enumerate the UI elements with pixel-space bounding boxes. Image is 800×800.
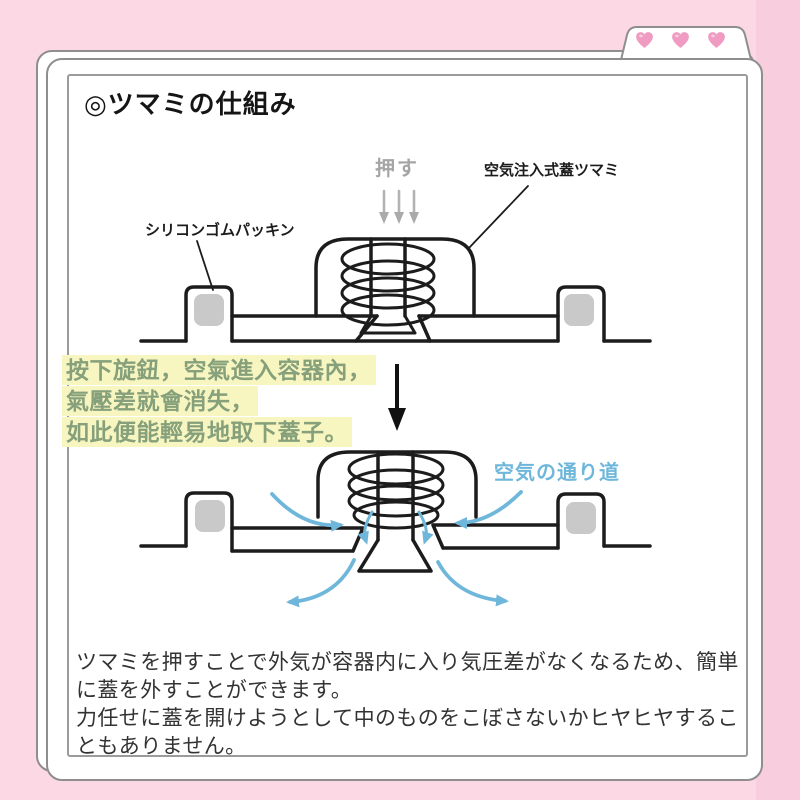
callout-line: 按下旋鈕，空氣進入容器內， <box>62 355 376 385</box>
description-text: ツマミを押すことで外気が容器内に入り気圧差がなくなるため、簡単に蓋を外すことがで… <box>76 649 746 761</box>
callout-text: 按下旋鈕，空氣進入容器內， 氣壓差就會消失， 如此便能輕易地取下蓋子。 <box>62 355 376 448</box>
valve-seat-left <box>354 314 379 343</box>
lid-plate-right <box>431 523 560 550</box>
page-title: ◎ツマミの仕組み <box>84 89 297 119</box>
packing-block <box>195 500 225 532</box>
knob-dome <box>314 237 476 318</box>
rim-bump-left <box>184 285 234 343</box>
knob-dome <box>316 450 478 519</box>
air-path-label: 空気の通り道 <box>494 462 620 484</box>
airflow-arrow-in-left <box>270 492 344 532</box>
rim-bump-right <box>556 492 606 550</box>
knob-label: 空気注入式蓋ツマミ <box>484 162 620 179</box>
lid-plate-left <box>230 526 365 553</box>
airflow-arrow-out-left <box>286 558 356 608</box>
packing-block <box>194 294 224 326</box>
heart-icon <box>708 32 725 48</box>
push-label: 押す <box>375 158 419 180</box>
packing-label: シリコンゴムパッキン <box>145 222 295 239</box>
airflow-arrow-valve-right <box>417 510 434 545</box>
rim-bump-left <box>184 491 234 553</box>
packing-block <box>566 502 596 534</box>
valve-open <box>357 538 433 573</box>
callout-line-text: 按下旋鈕，空氣進入容器內， <box>62 355 376 385</box>
packing-leader-line <box>196 240 214 291</box>
callout-line-text: 如此便能輕易地取下蓋子。 <box>62 417 352 447</box>
spring-coil <box>347 452 445 530</box>
callout-line-text: 氣壓差就會消失， <box>62 386 258 416</box>
background-strip <box>756 0 800 800</box>
bottom-lid-diagram <box>139 450 652 573</box>
description-paragraph: 力任せに蓋を開けようとして中のものをこぼさないかヒヤヒヤすることもありません。 <box>76 707 739 758</box>
top-lid-diagram <box>139 185 652 343</box>
hearts-decoration <box>634 30 727 49</box>
airflow-arrow-in-right <box>454 490 523 529</box>
callout-line: 如此便能輕易地取下蓋子。 <box>62 417 376 447</box>
heart-icon <box>636 32 653 48</box>
airflow-arrow-valve-left <box>357 510 374 545</box>
packing-block <box>564 294 594 326</box>
rim-bump-right <box>556 285 606 343</box>
description-paragraph: ツマミを押すことで外気が容器内に入り気圧差がなくなるため、簡単に蓋を外すことがで… <box>76 651 739 702</box>
callout-line: 氣壓差就會消失， <box>62 386 376 416</box>
knob-leader-line <box>467 185 529 250</box>
transition-arrow-icon <box>388 364 406 431</box>
spring-coil <box>340 242 436 327</box>
push-arrows-icon <box>379 189 419 224</box>
airflow-arrow-out-right <box>436 560 509 607</box>
heart-icon <box>672 32 689 48</box>
airflow-arrows <box>270 490 523 608</box>
